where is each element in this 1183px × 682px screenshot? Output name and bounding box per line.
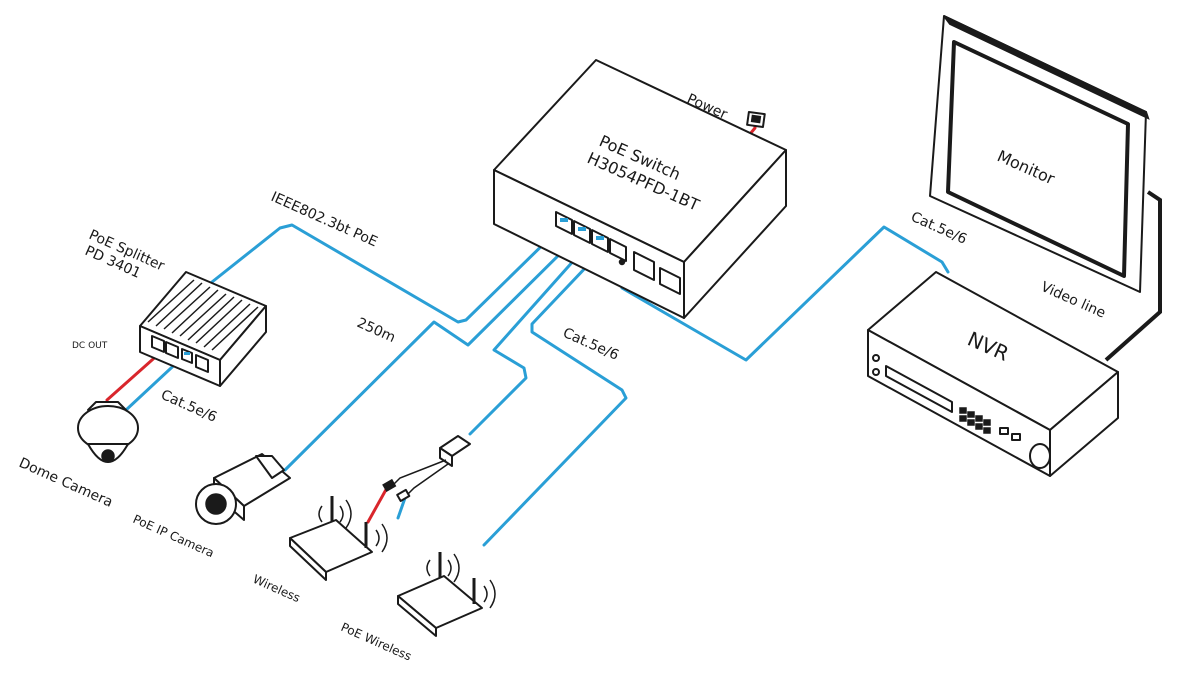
poe-wireless-label: PoE Wireless (339, 620, 414, 664)
poe-injector (382, 435, 471, 502)
dome-camera-label: Dome Camera (16, 455, 115, 511)
wireless-signal-icon (318, 499, 388, 553)
poe-wireless-router: PoE Wireless (339, 552, 496, 664)
cable-injector-to-wireless (396, 496, 407, 520)
poe-wireless-signal-icon (426, 553, 496, 609)
nvr-buttons (959, 407, 1021, 441)
power-socket (746, 110, 766, 129)
cable-switch-to-wireless (468, 238, 594, 436)
switch-ports (555, 211, 681, 295)
poe-switch: PoE Switch H3054PFD-1BT Power (493, 59, 787, 319)
wireless-router: Wireless (251, 496, 388, 605)
nvr: NVR Video line (867, 271, 1119, 477)
dc-out-label: DC OUT (72, 341, 108, 351)
cable-splitter-to-switch (210, 223, 562, 324)
cat-right-label: Cat.5e/6 (908, 209, 969, 248)
poe-ip-camera: PoE IP Camera (131, 453, 291, 560)
cable-switch-to-ip-camera (283, 236, 578, 472)
video-line-label: Video line (1038, 279, 1107, 322)
ieee-label: IEEE802.3bt PoE (268, 189, 380, 250)
cat-left-label: Cat.5e/6 (158, 387, 219, 426)
splitter-heatsink-fins (147, 279, 259, 351)
cat-middle-label: Cat.5e/6 (560, 325, 621, 364)
poe-splitter: PoE Splitter PD 3401 DC OUT (72, 227, 267, 387)
monitor: Monitor (929, 15, 1162, 362)
cable-switch-to-poe-wireless (482, 242, 628, 547)
distance-label: 250m (354, 315, 397, 346)
power-cable-dc-out (105, 350, 163, 402)
wireless-label: Wireless (251, 572, 303, 605)
dome-camera: Dome Camera (16, 401, 139, 511)
power-cable-injector-to-wireless (366, 484, 390, 524)
